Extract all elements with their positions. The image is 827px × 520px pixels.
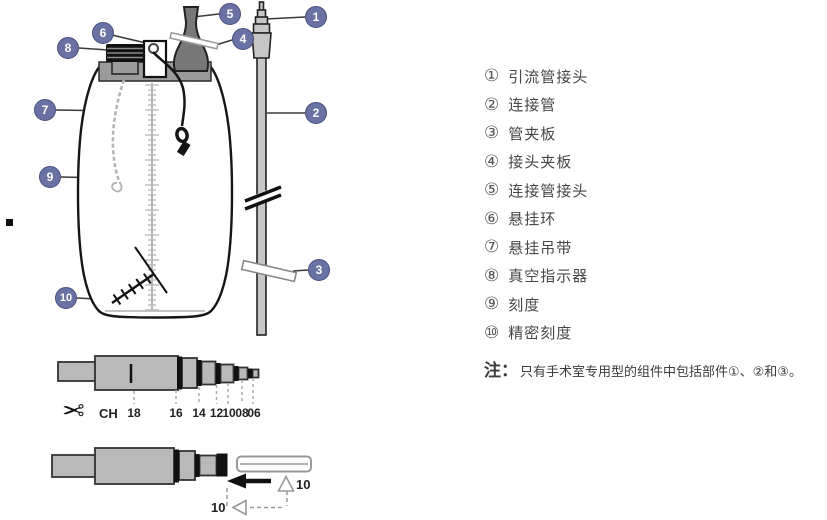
legend-num: ② [484, 94, 500, 114]
inner-tube [152, 51, 191, 157]
legend-num: ⑥ [484, 208, 500, 228]
legend-item-1: ① 引流管接头 [484, 62, 824, 91]
scissors-icon: ✂ [62, 396, 85, 426]
size-label-08: 08 [235, 406, 249, 420]
device-diagram [51, 1, 312, 516]
callout-6: 6 [92, 22, 114, 44]
drainage-tube-connector [251, 1, 272, 59]
hollow-up-arrow [277, 474, 295, 492]
callout-5: 5 [219, 3, 241, 25]
callout-4: 4 [232, 28, 254, 50]
legend-label: 悬挂吊带 [508, 239, 573, 257]
legend-item-8: ⑧ 真空指示器 [484, 262, 824, 291]
size-callout-dashes [226, 488, 288, 509]
size-leader-lines [133, 378, 254, 404]
ch-unit-label: CH [99, 406, 118, 421]
cut-connector-assembly [51, 447, 312, 516]
precision-scale [111, 246, 168, 305]
callout-7: 7 [34, 99, 56, 121]
legend-label: 管夹板 [508, 125, 557, 143]
callout-8: 8 [57, 37, 79, 59]
legend-label: 引流管接头 [508, 68, 589, 86]
callout-10: 10 [55, 287, 77, 309]
legend-num: ⑩ [484, 322, 500, 342]
stepped-connector-size-chart [57, 355, 260, 404]
size-label-18: 18 [127, 406, 141, 420]
connector-clamp-plate [169, 31, 219, 50]
bag-outline [76, 63, 234, 319]
callout-1: 1 [305, 6, 327, 28]
parts-legend: ① 引流管接头 ② 连接管 ③ 管夹板 ④ 接头夹板 ⑤ 连接管接头 ⑥ 悬挂环… [484, 62, 824, 381]
size-label-16: 16 [169, 406, 183, 420]
legend-label: 接头夹板 [508, 154, 573, 172]
legend-label: 连接管接头 [508, 182, 589, 200]
assembly-size-right: 10 [296, 477, 311, 492]
callout-3: 3 [308, 259, 330, 281]
legend-item-5: ⑤ 连接管接头 [484, 176, 824, 205]
legend-item-3: ③ 管夹板 [484, 119, 824, 148]
legend-num: ① [484, 66, 500, 86]
legend-num: ⑨ [484, 294, 500, 314]
callout-9: 9 [39, 166, 61, 188]
legend-label: 连接管 [508, 97, 557, 115]
connecting-tube [240, 1, 298, 336]
legend-item-2: ② 连接管 [484, 91, 824, 120]
legend-item-4: ④ 接头夹板 [484, 148, 824, 177]
legend-label: 悬挂环 [508, 211, 557, 229]
legend-item-7: ⑦ 悬挂吊带 [484, 233, 824, 262]
callout-2: 2 [305, 102, 327, 124]
legend-item-6: ⑥ 悬挂环 [484, 205, 824, 234]
assembly-size-left: 10 [211, 500, 226, 515]
legend-num: ③ [484, 123, 500, 143]
legend-num: ⑦ [484, 237, 500, 257]
note-prefix: 注： [484, 361, 518, 380]
size-label-14: 14 [192, 406, 206, 420]
vacuum-indicator [106, 44, 144, 75]
insert-arrow [227, 473, 271, 489]
legend-num: ⑧ [484, 265, 500, 285]
hollow-left-arrow [231, 499, 247, 516]
legend-note: 注： 只有手术室专用型的组件中包括部件①、②和③。 [484, 356, 824, 381]
note-text: 只有手术室专用型的组件中包括部件①、②和③。 [520, 364, 802, 379]
legend-label: 刻度 [508, 296, 541, 314]
stray-mark [6, 219, 13, 226]
legend-label: 精密刻度 [508, 325, 573, 343]
size-label-12: 12 [209, 406, 224, 420]
size-label-06: 06 [247, 406, 261, 420]
size-label-10: 10 [222, 406, 236, 420]
legend-label: 真空指示器 [508, 268, 589, 286]
legend-num: ④ [484, 151, 500, 171]
hanging-strap [111, 79, 126, 193]
legend-item-9: ⑨ 刻度 [484, 290, 824, 319]
legend-num: ⑤ [484, 180, 500, 200]
legend-item-10: ⑩ 精密刻度 [484, 319, 824, 348]
tube-break-marks [241, 184, 285, 211]
tube-clamp-plate [240, 259, 298, 283]
